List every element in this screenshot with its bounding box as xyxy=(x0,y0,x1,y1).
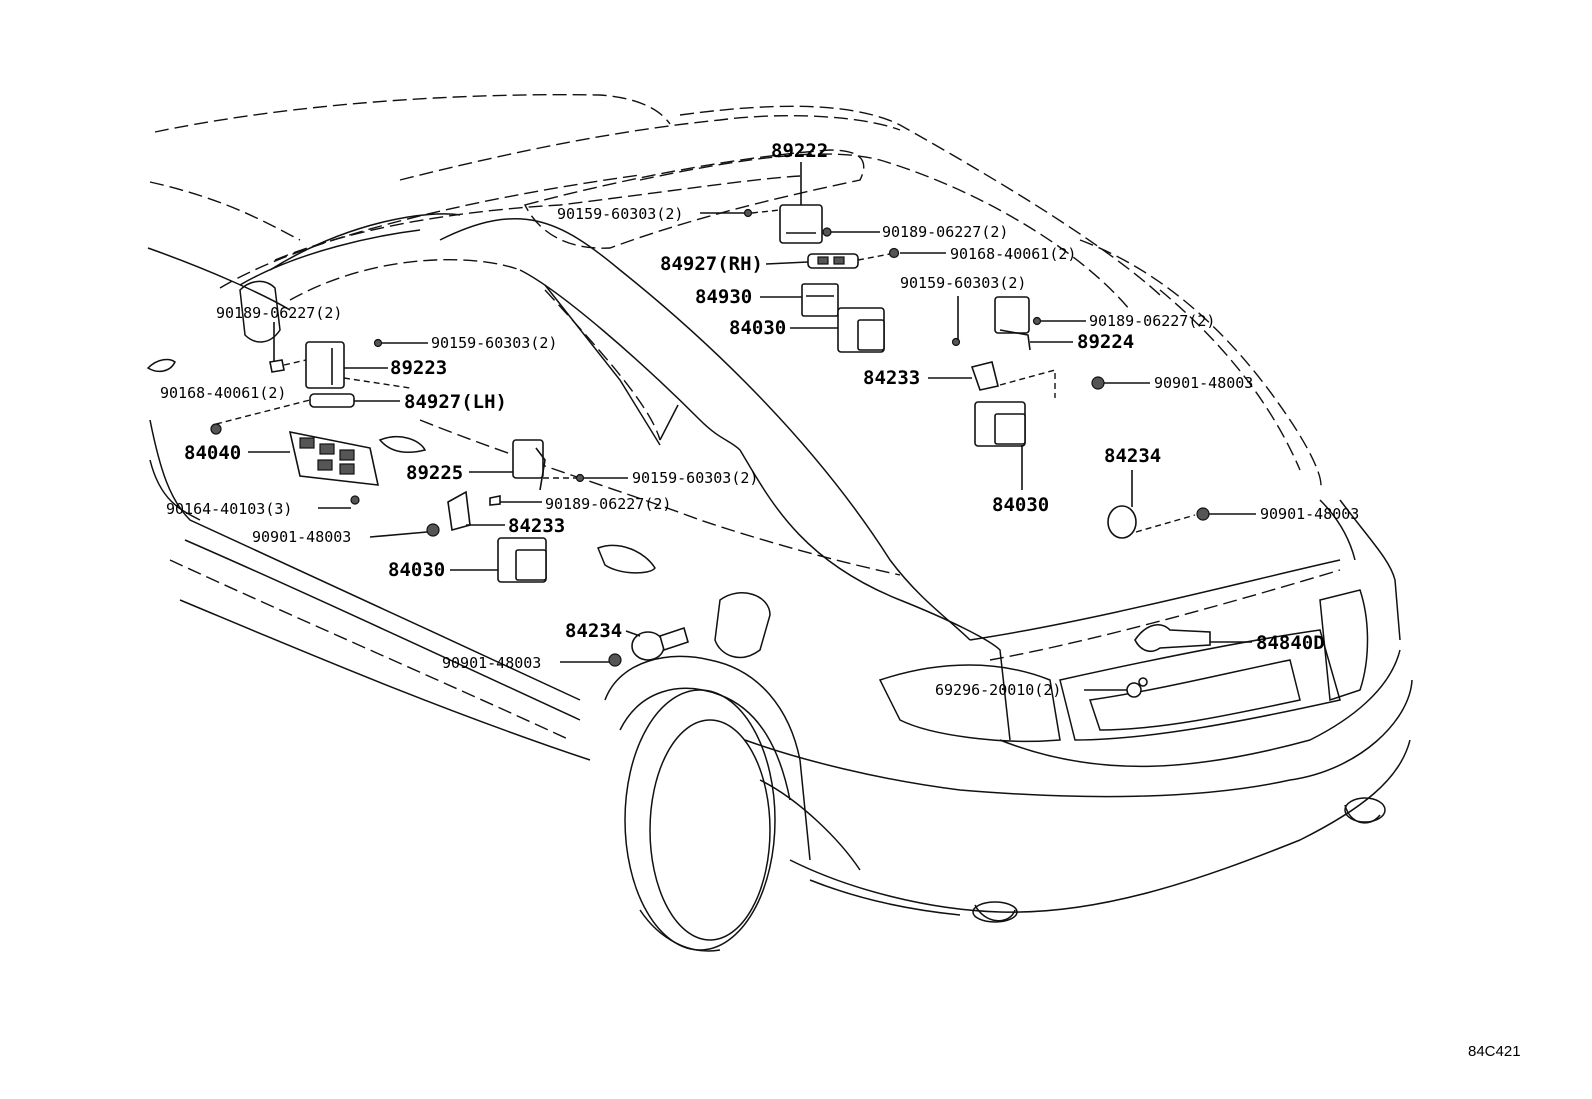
switch-84030-right xyxy=(974,401,1026,447)
label-84927-rh: 84927(RH) xyxy=(660,253,763,275)
part-labels: 89222 90159-60303(2) 90189-06227(2) 8492… xyxy=(160,140,1359,699)
label-89223: 89223 xyxy=(390,357,447,379)
label-90159-60303-c: 90159-60303(2) xyxy=(431,334,557,352)
module-89222 xyxy=(743,204,832,244)
master-switch-84040 xyxy=(288,430,380,505)
sensor-84233-right xyxy=(970,361,1105,398)
car-body-outline xyxy=(146,93,1413,952)
label-90901-48003-b: 90901-48003 xyxy=(1260,505,1359,523)
label-90159-60303-a: 90159-60303(2) xyxy=(557,205,683,223)
label-90901-48003-a: 90901-48003 xyxy=(1154,374,1253,392)
label-69296-20010: 69296-20010(2) xyxy=(935,681,1061,699)
label-84040: 84040 xyxy=(184,442,241,464)
label-84234-right: 84234 xyxy=(1104,445,1161,467)
module-89225 xyxy=(489,439,585,506)
switch-84030-left xyxy=(497,537,547,583)
label-90159-60303-d: 90159-60303(2) xyxy=(632,469,758,487)
label-90164-40103: 90164-40103(3) xyxy=(166,500,292,518)
label-84930: 84930 xyxy=(695,286,752,308)
label-89222: 89222 xyxy=(771,140,828,162)
label-90159-60303-b: 90159-60303(2) xyxy=(900,274,1026,292)
figure-code: 84C421 xyxy=(1468,1043,1521,1060)
harness-84840d xyxy=(1126,624,1211,698)
label-89224: 89224 xyxy=(1077,331,1134,353)
leader-lines xyxy=(215,162,1256,691)
switch-84930 xyxy=(801,283,839,317)
label-90189-06227-c: 90189-06227(2) xyxy=(216,304,342,322)
sensor-84234-left xyxy=(608,626,689,667)
label-90189-06227-a: 90189-06227(2) xyxy=(882,223,1008,241)
label-84927-lh: 84927(LH) xyxy=(404,391,507,413)
label-84030-right: 84030 xyxy=(992,494,1049,516)
switch-84030-top xyxy=(837,307,885,353)
label-90168-40061-a: 90168-40061(2) xyxy=(950,245,1076,263)
label-89225: 89225 xyxy=(406,462,463,484)
label-90901-48003-c: 90901-48003 xyxy=(252,528,351,546)
label-84030-top: 84030 xyxy=(729,317,786,339)
sensor-84234-right xyxy=(1107,505,1210,539)
module-89223 xyxy=(269,338,383,389)
label-90189-06227-b: 90189-06227(2) xyxy=(1089,312,1215,330)
module-89224 xyxy=(951,296,1042,351)
label-90189-06227-d: 90189-06227(2) xyxy=(545,495,671,513)
switch-84927-rh xyxy=(807,247,900,269)
label-90901-48003-d: 90901-48003 xyxy=(442,654,541,672)
label-84840d: 84840D xyxy=(1256,632,1325,654)
switch-84927-lh xyxy=(210,393,355,435)
label-84234-left: 84234 xyxy=(565,620,622,642)
label-84233-left: 84233 xyxy=(508,515,565,537)
label-84233-right: 84233 xyxy=(863,367,920,389)
label-90168-40061-b: 90168-40061(2) xyxy=(160,384,286,402)
label-84030-left: 84030 xyxy=(388,559,445,581)
sensor-84233-left xyxy=(426,490,471,537)
